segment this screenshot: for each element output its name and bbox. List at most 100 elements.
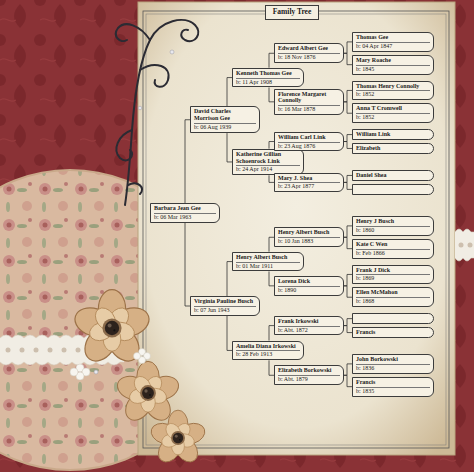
person-box: Mary Roacheb: 1845 — [352, 55, 434, 75]
birth-date: b: 07 Jun 1943 — [194, 306, 256, 314]
person-box: David Charles Morrison Geeb: 06 Aug 1939 — [190, 106, 260, 133]
person-box: Henry Albert Buschb: 01 Mar 1911 — [232, 252, 304, 272]
lineage-line — [344, 237, 352, 248]
birth-date: b: 1869 — [356, 274, 430, 282]
person-box: Amelia Diana Irkowskib: 28 Feb 1913 — [232, 341, 304, 361]
lineage-line — [344, 102, 352, 113]
lineage-line — [344, 375, 352, 386]
flourish — [150, 20, 198, 41]
lace-strip — [62, 348, 67, 353]
person-box: Francis — [352, 327, 434, 338]
lace-strip — [48, 348, 53, 353]
person-name: Henry Albert Busch — [278, 229, 340, 236]
lineage-line — [344, 274, 352, 285]
birth-date: b: 1890 — [278, 286, 340, 294]
rhinestone — [94, 50, 174, 430]
small-white-flower — [70, 349, 151, 381]
person-name: John Borkowski — [356, 356, 430, 363]
person-box: Henry Albert Buschb: 10 Jan 1883 — [274, 227, 344, 247]
person-box: William Carl Linkb: 23 Aug 1876 — [274, 132, 344, 152]
lineage-line — [344, 364, 352, 375]
birth-date: b: 1852 — [356, 113, 430, 121]
person-box: Ellen McMahonb: 1868 — [352, 287, 434, 307]
lace-strip — [20, 348, 25, 353]
birth-date: b: 10 Jan 1883 — [278, 237, 340, 245]
person-name: Francis — [356, 329, 430, 336]
person-box: Francisb: 1835 — [352, 377, 434, 397]
person-box: Florence Margaret Connollyb: 16 Mar 1878 — [274, 89, 344, 116]
person-name: Daniel Shea — [356, 172, 430, 179]
lineage-line — [344, 142, 352, 149]
person-name: Kate C Wen — [356, 241, 430, 248]
person-name: Amelia Diana Irkowski — [236, 343, 300, 350]
person-name: Ellen McMahon — [356, 289, 430, 296]
paper-frame — [143, 11, 449, 448]
birth-date: b: 1868 — [356, 297, 430, 305]
birth-date: b: Abt. 1872 — [278, 326, 340, 334]
person-name: William Carl Link — [278, 134, 340, 141]
paper-flower — [148, 410, 207, 466]
lace-strip — [459, 243, 464, 248]
flourish — [140, 65, 169, 87]
flourish — [125, 40, 150, 205]
lace-strip — [0, 362, 124, 365]
lace-strip — [459, 243, 473, 248]
lace-strip — [468, 243, 473, 248]
person-name: Frank Irkowski — [278, 318, 340, 325]
lineage-line — [344, 319, 352, 326]
paper-sheet — [138, 2, 455, 455]
lace-strip — [0, 229, 474, 365]
person-box: Thomas Geeb: 04 Apr 1847 — [352, 32, 434, 52]
lace-strip — [455, 232, 474, 258]
rhinestone — [138, 106, 142, 110]
lineage-line — [344, 182, 352, 189]
person-name: Lorena Dick — [278, 278, 340, 285]
person-box: Kenneth Thomas Geeb: 11 Apr 1908 — [232, 68, 304, 88]
birth-date: b: 1845 — [356, 65, 430, 73]
flourish — [116, 20, 198, 205]
birth-date: b: 11 Apr 1908 — [236, 78, 300, 86]
lace-strip — [6, 348, 11, 353]
person-name: William Link — [356, 131, 430, 138]
birth-date: b: Abt. 1879 — [278, 375, 340, 383]
person-box: Katherine Gillian Schoenrock Linkb: 24 A… — [232, 149, 304, 176]
person-box: William Link — [352, 129, 434, 140]
person-name: Elizabeth Borkowski — [278, 367, 340, 374]
flourish — [128, 183, 142, 194]
birth-date: b: 06 Mar 1963 — [154, 213, 216, 221]
person-box: Frank J Dickb: 1869 — [352, 265, 434, 285]
paper-flower — [71, 290, 207, 467]
chart-title: Family Tree — [265, 5, 320, 20]
person-name: Florence Margaret Connolly — [278, 91, 340, 105]
person-name: Virginia Pauline Busch — [194, 298, 256, 305]
lineage-line — [344, 326, 352, 333]
person-box: Daniel Shea — [352, 170, 434, 181]
person-box: Frank Irkowskib: Abt. 1872 — [274, 316, 344, 336]
birth-date: b: 16 Mar 1878 — [278, 105, 340, 113]
person-box: Mary J. Sheab: 23 Apr 1877 — [274, 173, 344, 193]
person-name: Thomas Gee — [356, 34, 430, 41]
birth-date: b: 06 Aug 1939 — [194, 123, 256, 131]
rhinestone — [94, 370, 98, 374]
person-box: Edward Albert Geeb: 18 Nov 1876 — [274, 43, 344, 63]
lineage-line — [344, 175, 352, 182]
person-box: Henry J Buschb: 1860 — [352, 216, 434, 236]
person-box: Kate C Wenb: Feb 1866 — [352, 239, 434, 259]
birth-date: b: 18 Nov 1876 — [278, 53, 340, 61]
lace-strip — [34, 348, 39, 353]
birth-date: b: 01 Mar 1911 — [236, 262, 300, 270]
flourish — [116, 24, 150, 41]
person-box: John Borkowskib: 1836 — [352, 354, 434, 374]
person-box: Elizabeth — [352, 143, 434, 154]
lineage-line — [344, 226, 352, 237]
person-box: Lorena Dickb: 1890 — [274, 276, 344, 296]
small-white-flower — [70, 368, 78, 376]
paper-frame — [146, 14, 446, 445]
flourish — [116, 130, 132, 160]
person-name: Elizabeth — [356, 145, 430, 152]
person-name: Henry Albert Busch — [236, 254, 300, 261]
small-white-flower — [134, 353, 141, 360]
lineage-line — [344, 135, 352, 142]
empty-ancestor-box — [352, 313, 434, 324]
